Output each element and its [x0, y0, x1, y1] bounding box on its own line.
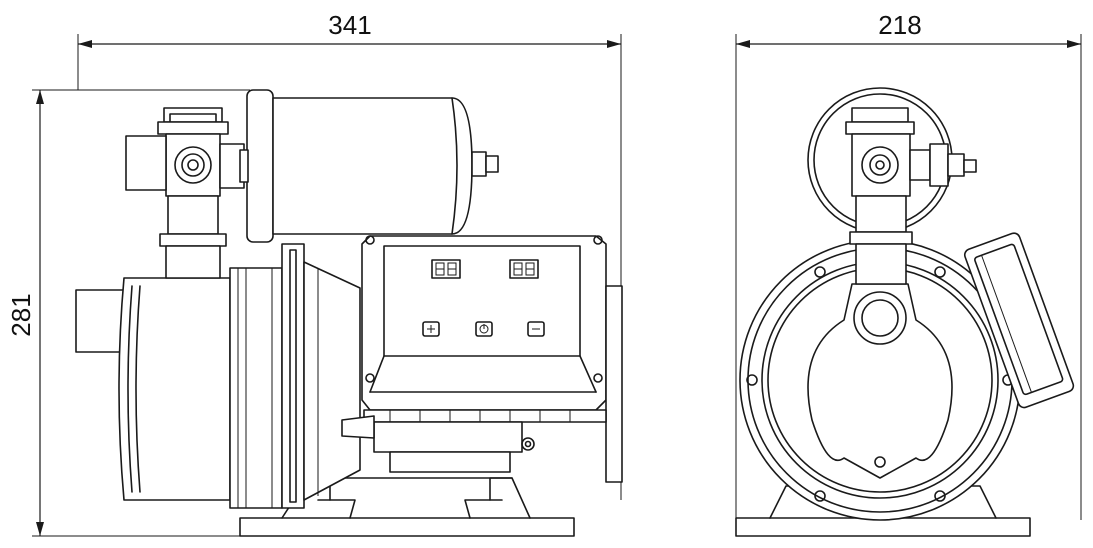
- control-box-ribs: [389, 410, 571, 422]
- display-left: [431, 259, 461, 279]
- pump-side-view: [75, 89, 623, 537]
- housing-bolts: [746, 266, 1014, 502]
- minus-button-icon: [527, 321, 545, 337]
- dimension-label-281: 281: [6, 293, 36, 336]
- display-right: [509, 259, 539, 279]
- dimension-width-front: 218: [735, 10, 1082, 520]
- control-box: [341, 235, 623, 483]
- power-button-icon: [475, 321, 493, 337]
- pump-housing: [118, 243, 361, 509]
- dimension-label-341: 341: [328, 10, 371, 40]
- dimension-label-218: 218: [878, 10, 921, 40]
- front-housing: [739, 239, 1021, 521]
- pressure-tank: [246, 89, 499, 243]
- dimension-height: 281: [6, 89, 250, 537]
- pump-front-view: [735, 87, 1075, 537]
- plus-button-icon: [422, 321, 440, 337]
- front-valve-assembly: [845, 107, 977, 285]
- valve-assembly: [125, 107, 249, 279]
- front-control-box: [963, 232, 1075, 409]
- base-plate: [239, 477, 575, 537]
- inlet-pipe: [75, 289, 125, 353]
